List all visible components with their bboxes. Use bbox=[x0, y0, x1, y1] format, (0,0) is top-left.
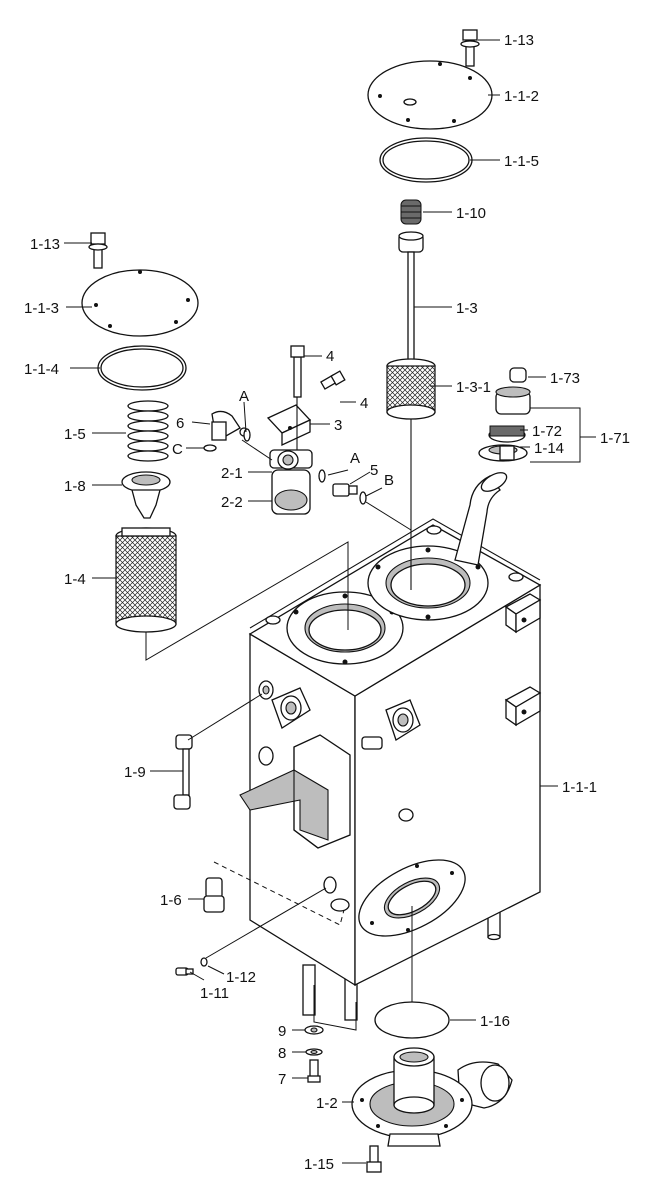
label-3: 3 bbox=[334, 417, 342, 434]
label-1-13-top: 1-13 bbox=[504, 32, 534, 49]
label-1-1-5: 1-1-5 bbox=[504, 153, 539, 170]
leader-lines bbox=[64, 39, 596, 1164]
label-A-1: A bbox=[239, 388, 249, 405]
label-2-2: 2-2 bbox=[221, 494, 243, 511]
label-2-1: 2-1 bbox=[221, 465, 243, 482]
level-gauge-1-9 bbox=[173, 734, 193, 810]
label-9: 9 bbox=[278, 1023, 286, 1040]
label-1-71: 1-71 bbox=[600, 430, 630, 447]
label-A-2: A bbox=[350, 450, 360, 467]
label-C: C bbox=[172, 441, 183, 458]
top-cover-assembly bbox=[367, 29, 493, 183]
label-1-16: 1-16 bbox=[480, 1013, 510, 1030]
filter-2-assembly bbox=[203, 345, 367, 515]
label-1-12: 1-12 bbox=[226, 969, 256, 986]
label-1-15: 1-15 bbox=[304, 1156, 334, 1173]
label-8: 8 bbox=[278, 1045, 286, 1062]
label-1-14: 1-14 bbox=[534, 440, 564, 457]
part-labels: 1-13 1-1-2 1-1-5 1-10 1-13 1-1-3 1-3 1-1… bbox=[24, 32, 630, 1173]
label-1-11: 1-11 bbox=[200, 985, 229, 1002]
label-1-1-4: 1-1-4 bbox=[24, 361, 59, 378]
label-1-3-1: 1-3-1 bbox=[456, 379, 491, 396]
label-1-9: 1-9 bbox=[124, 764, 146, 781]
label-7: 7 bbox=[278, 1071, 286, 1088]
label-5: 5 bbox=[370, 462, 378, 479]
label-1-8: 1-8 bbox=[64, 478, 86, 495]
label-1-10: 1-10 bbox=[456, 205, 486, 222]
label-1-2: 1-2 bbox=[316, 1095, 338, 1112]
bottom-parts bbox=[175, 877, 513, 1173]
filter-1-3 bbox=[386, 199, 436, 590]
label-1-13-left: 1-13 bbox=[30, 236, 60, 253]
label-4-a: 4 bbox=[326, 348, 334, 365]
label-1-6: 1-6 bbox=[160, 892, 182, 909]
label-1-1-2: 1-1-2 bbox=[504, 88, 539, 105]
hydraulic-tank bbox=[239, 472, 542, 1021]
label-1-1-3: 1-1-3 bbox=[24, 300, 59, 317]
label-1-72: 1-72 bbox=[532, 423, 562, 440]
label-B: B bbox=[384, 472, 394, 489]
label-1-4: 1-4 bbox=[64, 571, 86, 588]
label-1-73: 1-73 bbox=[550, 370, 580, 387]
label-1-5: 1-5 bbox=[64, 426, 86, 443]
label-1-3: 1-3 bbox=[456, 300, 478, 317]
label-1-1-1: 1-1-1 bbox=[562, 779, 597, 796]
label-4-b: 4 bbox=[360, 395, 368, 412]
label-6: 6 bbox=[176, 415, 184, 432]
breather-assembly bbox=[478, 367, 531, 462]
left-cover-assembly bbox=[81, 232, 199, 633]
